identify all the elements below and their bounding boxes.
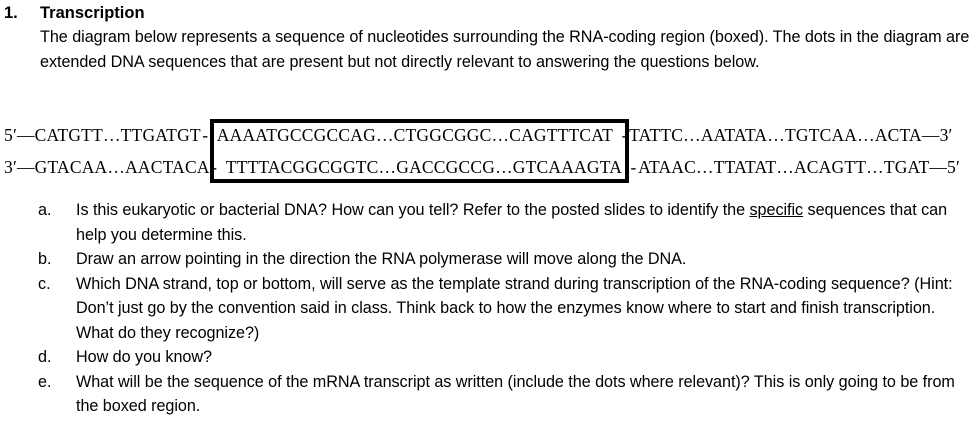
subquestion-item-e: e. What will be the sequence of the mRNA… [0,370,980,419]
top-strand-right-connector: - [621,124,628,145]
question-number: 1. [4,4,18,22]
subquestion-letter-c: c. [38,274,51,293]
dna-top-strand-row: 5′ —CATGTT…TTGATGT - AAAATGCCGCCAG…CTGGC… [0,120,980,150]
top-strand-right-flank: TATTC…AATATA…TGTCAA…ACTA—3′ [629,124,953,145]
subquestion-text-d: How do you know? [76,348,212,366]
top-strand-boxed-sequence: AAAATGCCGCCAG…CTGGCGGC…CAGTTTCAT [216,124,614,145]
bottom-strand-left-connector: - [211,156,218,177]
subquestion-item-a: a. Is this eukaryotic or bacterial DNA? … [0,198,980,247]
top-strand-left-flank: —CATGTT…TTGATGT [16,124,201,145]
subquestion-text-a: Is this eukaryotic or bacterial DNA? How… [76,198,980,247]
dna-diagram: 5′ —CATGTT…TTGATGT - AAAATGCCGCCAG…CTGGC… [0,116,980,190]
subquestion-a-underlined-word: specific [749,201,804,219]
subquestion-letter-d: d. [38,348,52,366]
question-intro-paragraph: The diagram below represents a sequence … [40,28,970,71]
top-strand-left-connector: - [202,124,209,145]
bottom-strand-right-flank: ATAAC…TTATAT…ACAGTT…TGAT—5′ [638,156,961,177]
subquestion-item-d: d. How do you know? [0,345,980,370]
subquestion-list: a. Is this eukaryotic or bacterial DNA? … [0,198,980,419]
bottom-strand-left-flank: —GTACAA…AACTACA [16,156,210,177]
subquestion-item-c: c. Which DNA strand, top or bottom, will… [0,272,980,346]
subquestion-text-c: Which DNA strand, top or bottom, will se… [76,274,953,342]
dna-bottom-strand-row: 3′ —GTACAA…AACTACA - TTTTACGGCGGTC…GACCG… [0,152,980,182]
bottom-strand-boxed-sequence: TTTTACGGCGGTC…GACCGCCG…GTCAAAGTA [225,156,623,177]
subquestion-item-b: b. Draw an arrow pointing in the directi… [0,247,980,272]
subquestion-letter-a: a. [38,201,52,219]
page-title: Transcription [40,4,145,22]
bottom-strand-right-connector: - [630,156,637,177]
question-block: 1. Transcription The diagram below repre… [0,2,980,75]
subquestion-text-b: Draw an arrow pointing in the direction … [76,250,687,268]
subquestion-text-e: What will be the sequence of the mRNA tr… [76,372,955,416]
subquestion-letter-e: e. [38,372,52,391]
top-strand-five-prime-label: 5′ [4,124,17,145]
subquestion-letter-b: b. [38,250,52,268]
subquestion-a-part1: Is this eukaryotic or bacterial DNA? How… [76,201,750,219]
question-body: Transcription The diagram below represen… [40,2,980,75]
question-heading-row: 1. Transcription The diagram below repre… [0,2,980,75]
subquestion-a-part2: sequences that can help you determine th… [76,201,948,244]
bottom-strand-three-prime-label: 3′ [4,156,17,177]
